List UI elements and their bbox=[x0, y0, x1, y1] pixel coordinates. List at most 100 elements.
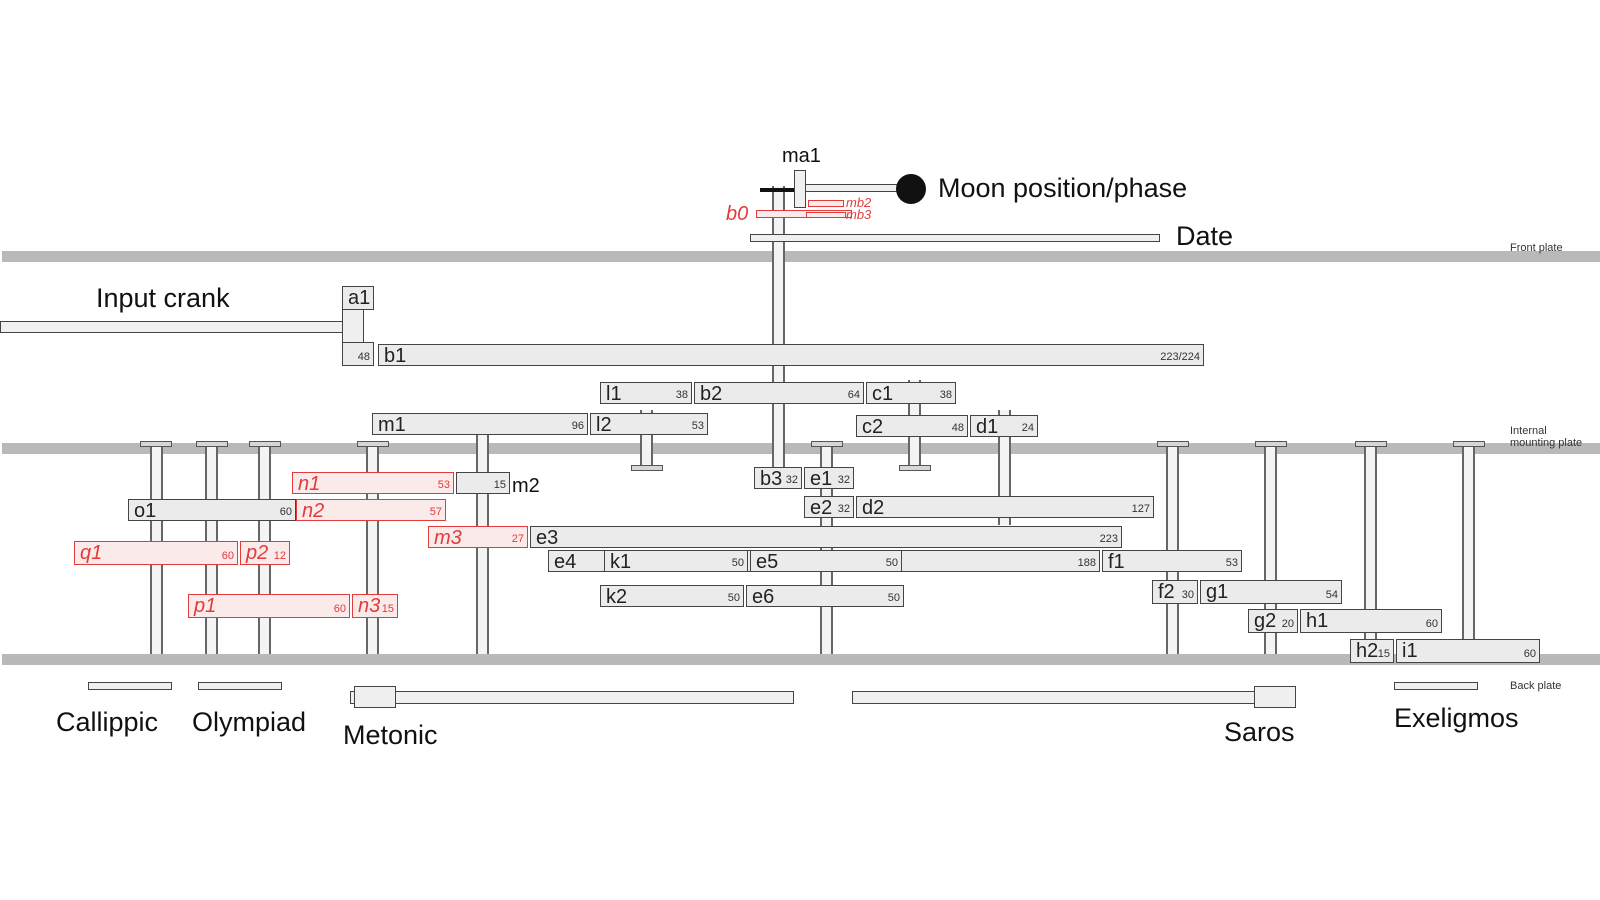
label-input-crank: Input crank bbox=[96, 283, 230, 313]
gear-b3-name: b3 bbox=[760, 468, 783, 490]
gear-g2-teeth: 20 bbox=[1281, 618, 1294, 630]
label-moon: Moon position/phase bbox=[938, 173, 1188, 203]
label-ma1: ma1 bbox=[782, 145, 821, 167]
gear-h1-teeth: 60 bbox=[1425, 618, 1438, 630]
gear-e5-name: e5 bbox=[756, 551, 779, 573]
input-crank-handle bbox=[0, 321, 344, 333]
gear-f1: f1 53 bbox=[1102, 550, 1242, 573]
gear-l1-name: l1 bbox=[606, 383, 622, 405]
metonic-dial-hub bbox=[354, 686, 396, 708]
gear-m2: 15 bbox=[456, 472, 510, 494]
shaft-cap bbox=[140, 441, 172, 447]
gear-i1: i1 60 bbox=[1396, 639, 1540, 663]
label-metonic: Metonic bbox=[343, 720, 438, 750]
gear-k2-teeth: 50 bbox=[727, 592, 740, 604]
gear-g1-name: g1 bbox=[1206, 581, 1229, 603]
label-date: Date bbox=[1176, 221, 1234, 251]
label-olympiad: Olympiad bbox=[192, 707, 307, 737]
internal-plate-label-line2: mounting plate bbox=[1510, 437, 1583, 449]
moon-axle bbox=[760, 188, 796, 192]
olympiad-dial-mount bbox=[198, 682, 282, 690]
gear-k2: k2 50 bbox=[600, 585, 744, 608]
gear-b3: b3 32 bbox=[754, 467, 802, 490]
shaft-cap bbox=[1355, 441, 1387, 447]
gear-b1-teeth: 223/224 bbox=[1160, 351, 1200, 363]
gear-n1-teeth: 53 bbox=[437, 479, 450, 491]
gear-c2-name: c2 bbox=[862, 416, 884, 438]
shaft-cap bbox=[1255, 441, 1287, 447]
gear-q1-name: q1 bbox=[80, 542, 103, 564]
gear-m2-teeth: 15 bbox=[493, 479, 506, 491]
gear-b1-name: b1 bbox=[384, 345, 407, 367]
gear-b2-teeth: 64 bbox=[847, 389, 860, 401]
gear-d2-teeth: 127 bbox=[1131, 503, 1150, 515]
gear-d1-teeth: 24 bbox=[1021, 422, 1034, 434]
gear-e5-teeth: 50 bbox=[885, 557, 898, 569]
internal-mounting-plate bbox=[2, 443, 1600, 454]
gear-o1-name: o1 bbox=[134, 500, 157, 522]
gear-f2: f2 30 bbox=[1152, 580, 1198, 604]
mb2-gear bbox=[808, 200, 844, 207]
gear-f2-name: f2 bbox=[1158, 581, 1175, 603]
gear-h2: h2 15 bbox=[1350, 639, 1394, 663]
moon-ball-icon bbox=[896, 174, 926, 204]
gear-a1-teeth-box: 48 bbox=[342, 342, 374, 366]
gear-e3: e3 223 bbox=[530, 526, 1122, 549]
gear-h1: h1 60 bbox=[1300, 609, 1442, 633]
gear-d1: d1 24 bbox=[970, 415, 1038, 438]
gear-g2: g2 20 bbox=[1248, 609, 1298, 633]
gear-b3-teeth: 32 bbox=[785, 474, 798, 486]
gear-n1: n1 53 bbox=[292, 472, 454, 495]
gear-c2-teeth: 48 bbox=[951, 422, 964, 434]
back-plate bbox=[2, 654, 1600, 665]
gear-n3-teeth: 15 bbox=[381, 603, 394, 615]
metonic-dial-pointer bbox=[350, 691, 794, 704]
gear-h2-teeth: 15 bbox=[1377, 648, 1390, 660]
gear-p2: p2 12 bbox=[240, 541, 290, 565]
gear-m1: m1 96 bbox=[372, 413, 588, 436]
gear-i1-teeth: 60 bbox=[1523, 648, 1536, 660]
gear-f1-name: f1 bbox=[1108, 551, 1125, 573]
gear-q1-teeth: 60 bbox=[221, 550, 234, 562]
gear-e6-teeth: 50 bbox=[887, 592, 900, 604]
gear-m1-name: m1 bbox=[378, 414, 406, 436]
gear-p2-name: p2 bbox=[246, 542, 269, 564]
label-callippic: Callippic bbox=[56, 707, 159, 737]
gear-e2-teeth: 32 bbox=[837, 503, 850, 515]
label-b0: b0 bbox=[726, 203, 749, 225]
gear-e4-teeth: 188 bbox=[1077, 557, 1096, 569]
gear-c1: c1 38 bbox=[866, 382, 956, 405]
gear-p1-name: p1 bbox=[194, 595, 217, 617]
gear-a1-teeth: 48 bbox=[357, 351, 370, 363]
gear-a1: a1 bbox=[342, 286, 374, 310]
gear-k1-teeth: 50 bbox=[731, 557, 744, 569]
gear-m3-name: m3 bbox=[434, 527, 462, 549]
gear-b2: b2 64 bbox=[694, 382, 864, 405]
gear-l2-teeth: 53 bbox=[691, 420, 704, 432]
gear-a1-name: a1 bbox=[348, 287, 371, 309]
gear-g2-name: g2 bbox=[1254, 610, 1277, 632]
gear-e4-name: e4 bbox=[554, 551, 577, 573]
gear-n2-teeth: 57 bbox=[429, 506, 442, 518]
gear-i1-name: i1 bbox=[1402, 640, 1418, 662]
gear-e3-name: e3 bbox=[536, 527, 559, 549]
gear-e6: e6 50 bbox=[746, 585, 904, 608]
label-m2: m2 bbox=[512, 475, 540, 497]
gear-e5: e5 50 bbox=[750, 550, 902, 573]
gear-o1: o1 60 bbox=[128, 499, 296, 522]
back-plate-label: Back plate bbox=[1510, 680, 1562, 692]
gear-l1: l1 38 bbox=[600, 382, 692, 405]
gear-p1: p1 60 bbox=[188, 594, 350, 618]
gear-f1-teeth: 53 bbox=[1225, 557, 1238, 569]
gear-e1-name: e1 bbox=[810, 468, 833, 490]
internal-plate-label: Internal mounting plate bbox=[1510, 425, 1582, 449]
label-exeligmos: Exeligmos bbox=[1394, 703, 1519, 733]
gear-o1-teeth: 60 bbox=[279, 506, 292, 518]
gear-h1-name: h1 bbox=[1306, 610, 1329, 632]
shaft-b-main bbox=[772, 186, 785, 482]
gear-m3-teeth: 27 bbox=[511, 533, 524, 545]
shaft-cap bbox=[899, 465, 931, 471]
gear-c1-teeth: 38 bbox=[939, 389, 952, 401]
gear-k1: k1 50 bbox=[604, 550, 748, 573]
gear-c1-name: c1 bbox=[872, 383, 894, 405]
